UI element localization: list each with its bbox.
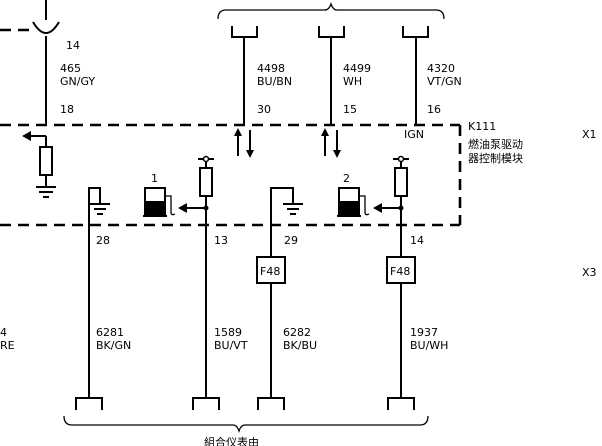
pump-1-label: 1 xyxy=(151,172,158,185)
wire-4499-circuit: 4499 xyxy=(343,62,371,75)
ground-29 xyxy=(270,187,303,257)
module-outline xyxy=(0,123,462,227)
connector-x1-label: X1 xyxy=(582,128,597,141)
pin-13-circuit xyxy=(178,155,214,398)
left-edge-fragment: 4 xyxy=(0,326,7,339)
wire-465-circuit: 465 xyxy=(60,62,81,75)
module-name-line2: 器控制模块 xyxy=(468,151,523,165)
bottom-connector xyxy=(63,397,429,434)
pin-28-label: 28 xyxy=(96,234,110,247)
fuse-label: F48 xyxy=(260,265,280,278)
fuel-pump-icon xyxy=(337,187,370,217)
fuel-pump-icon xyxy=(143,187,176,217)
pin-30-label: 30 xyxy=(257,103,271,116)
wire-1937-color: BU/WH xyxy=(410,339,448,352)
wire-1589-color: BU/VT xyxy=(214,339,248,352)
pin-18-circuit xyxy=(22,131,56,198)
wire-4320-circuit: 4320 xyxy=(427,62,455,75)
fuse-f48 xyxy=(386,256,416,398)
pin-16-label: 16 xyxy=(427,103,441,116)
wire-465-color: GN/GY xyxy=(60,75,95,88)
wire-6281-color: BK/GN xyxy=(96,339,131,352)
wire-4499-color: WH xyxy=(343,75,362,88)
wire-1589-circuit: 1589 xyxy=(214,326,242,339)
wire-4320-color: VT/GN xyxy=(427,75,462,88)
top-connector xyxy=(217,1,445,125)
bottom-caption: 組合仪表由 xyxy=(204,435,259,446)
pin-15-label: 15 xyxy=(343,103,357,116)
pump-2-label: 2 xyxy=(343,172,350,185)
pin-14-circuit xyxy=(373,155,409,257)
ign-label: IGN xyxy=(404,128,424,141)
module-ref: K111 xyxy=(468,120,496,133)
splice-pin: 14 xyxy=(66,39,80,52)
fuse-f48 xyxy=(256,256,286,398)
wire-6282-color: BK/BU xyxy=(283,339,317,352)
connector-x3-label: X3 xyxy=(582,266,597,279)
wire-1937-circuit: 1937 xyxy=(410,326,438,339)
pin-14-label: 14 xyxy=(410,234,424,247)
wire-6281-circuit: 6281 xyxy=(96,326,124,339)
pin-18-label: 18 xyxy=(60,103,74,116)
module-name-line1: 燃油泵驱动 xyxy=(468,137,523,151)
fuse-label: F48 xyxy=(390,265,410,278)
ground-28 xyxy=(88,187,110,398)
wire-4498-circuit: 4498 xyxy=(257,62,285,75)
wire-4498-color: BU/BN xyxy=(257,75,292,88)
wire-6282-circuit: 6282 xyxy=(283,326,311,339)
bidirectional-arrow-icon xyxy=(234,128,254,158)
pin-13-label: 13 xyxy=(214,234,228,247)
pin-29-label: 29 xyxy=(284,234,298,247)
bidirectional-arrow-icon xyxy=(321,128,341,158)
top-splice: 14 465 GN/GY 18 xyxy=(0,0,95,125)
left-edge-fragment: RE xyxy=(0,339,15,352)
